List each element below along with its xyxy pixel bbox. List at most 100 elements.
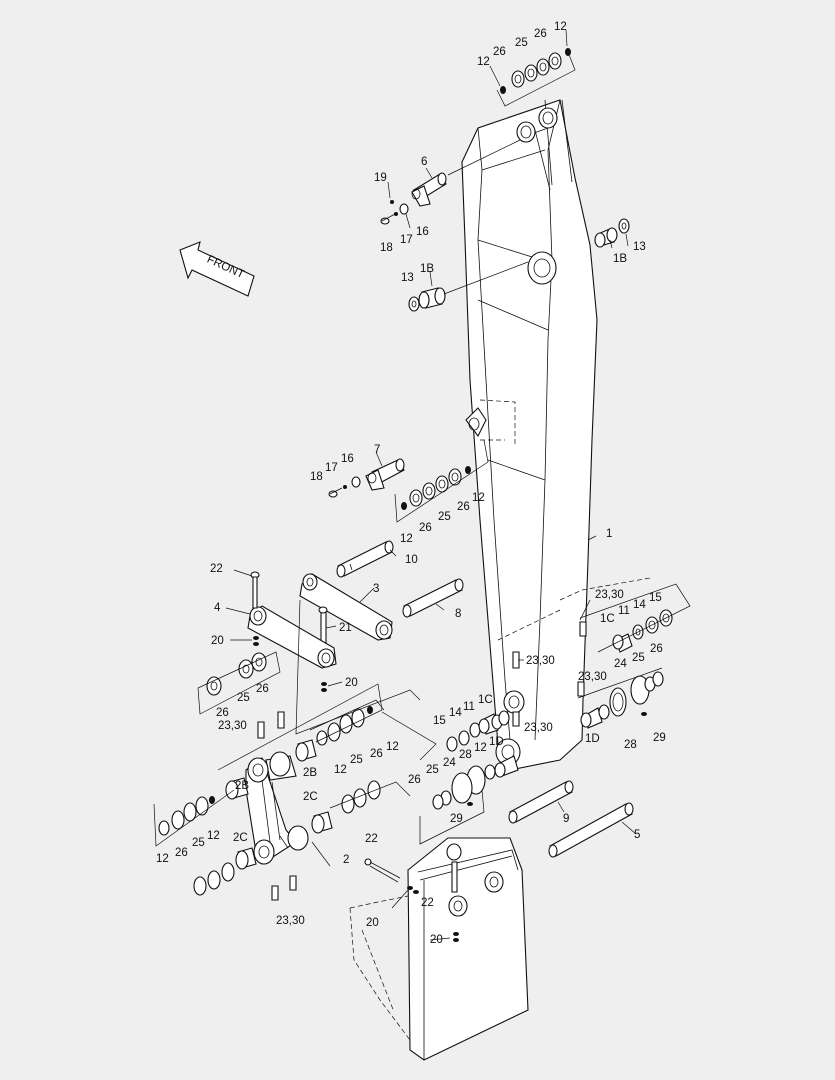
callout-26: 26 [256, 683, 269, 695]
callout-3: 3 [373, 583, 379, 595]
callout-18: 18 [380, 242, 393, 254]
callout-26: 26 [534, 28, 547, 40]
left-washer-stack [197, 651, 281, 715]
callout-2C: 2C [233, 832, 248, 844]
grease-fitting-left [257, 711, 285, 739]
callout-1: 1 [606, 528, 612, 540]
callout-2: 2 [343, 854, 349, 866]
callout-labels: 12 26 25 26 12 6 19 18 17 16 13 1B 13 1B… [156, 21, 666, 946]
nut-20-lower [321, 682, 327, 692]
front-direction-arrow: FRONT [179, 241, 255, 297]
callout-11: 11 [463, 701, 475, 713]
callout-21: 21 [339, 622, 352, 634]
callout-23-30: 23,30 [218, 720, 247, 732]
callout-25: 25 [438, 511, 451, 523]
callout-6: 6 [421, 156, 427, 168]
callout-15: 15 [649, 592, 662, 604]
callout-2B: 2B [235, 780, 249, 792]
bushing-2C-left [235, 847, 257, 870]
right-1D-group [577, 667, 664, 729]
callout-29: 29 [653, 732, 666, 744]
callout-12: 12 [400, 533, 413, 545]
callout-9: 9 [563, 813, 569, 825]
callout-18: 18 [310, 471, 323, 483]
callout-17: 17 [400, 234, 413, 246]
callout-23-30: 23,30 [276, 915, 305, 927]
grease-fitting-bottom [271, 875, 297, 901]
grease-fitting-arm-b [579, 621, 587, 637]
construction-line-a [559, 577, 651, 601]
callout-1C: 1C [600, 613, 615, 625]
link2-washers-left-upper [153, 789, 235, 847]
callout-26: 26 [419, 522, 432, 534]
callout-25: 25 [350, 754, 363, 766]
callout-12: 12 [386, 741, 399, 753]
pin-10 [336, 540, 394, 578]
callout-7: 7 [374, 444, 380, 456]
callout-14: 14 [633, 599, 646, 611]
bolt-22-upper [250, 571, 260, 609]
callout-29: 29 [450, 813, 463, 825]
bolt-22-bucket-a [364, 858, 401, 883]
callout-26: 26 [175, 847, 188, 859]
callout-13: 13 [401, 272, 414, 284]
callout-13: 13 [633, 241, 646, 253]
callout-14: 14 [449, 707, 462, 719]
callout-24: 24 [614, 658, 627, 670]
top-washer-stack [496, 48, 576, 107]
arm-bottom-left-group [432, 710, 519, 810]
callout-22: 22 [210, 563, 223, 575]
link-4 [247, 605, 337, 669]
grease-fitting-arm-a [512, 651, 520, 669]
callout-25: 25 [192, 837, 205, 849]
callout-23-30: 23,30 [524, 722, 553, 734]
bushing-2B-left [225, 777, 249, 800]
grease-fitting-arm-d [512, 711, 520, 727]
nut-20-upper [253, 636, 259, 646]
callout-12: 12 [554, 21, 567, 33]
callout-15: 15 [433, 715, 446, 727]
callout-20: 20 [345, 677, 358, 689]
callout-12: 12 [334, 764, 347, 776]
callout-20: 20 [211, 635, 224, 647]
callout-28: 28 [459, 749, 472, 761]
callout-5: 5 [634, 829, 640, 841]
callout-1B: 1B [420, 263, 434, 275]
pin-9 [508, 780, 574, 824]
callout-25: 25 [237, 692, 250, 704]
grease-fitting-arm-c [577, 681, 585, 697]
callout-12: 12 [472, 492, 485, 504]
callout-26: 26 [650, 643, 663, 655]
callout-16: 16 [416, 226, 429, 238]
callout-26: 26 [493, 46, 506, 58]
callout-leaders [225, 29, 637, 941]
callout-12: 12 [156, 853, 169, 865]
pin-7-assembly [328, 399, 516, 498]
construction-line-c [295, 599, 421, 735]
callout-22: 22 [421, 897, 434, 909]
callout-26: 26 [457, 501, 470, 513]
callout-24: 24 [443, 757, 456, 769]
callout-20: 20 [366, 917, 379, 929]
bushing-1B-left [408, 261, 529, 312]
callout-25: 25 [426, 764, 439, 776]
link2-washers-upper [309, 699, 385, 746]
callout-2C: 2C [303, 791, 318, 803]
callout-12: 12 [477, 56, 490, 68]
callout-2B: 2B [303, 767, 317, 779]
arm-body [461, 99, 598, 771]
callout-23-30: 23,30 [578, 671, 607, 683]
link-2-assembly [245, 751, 309, 865]
callout-12: 12 [474, 742, 487, 754]
link2-washers-left-lower [193, 862, 235, 896]
callout-1B: 1B [613, 253, 627, 265]
pin-5 [548, 802, 634, 858]
construction-line-b [497, 609, 561, 641]
construction-line-d [381, 711, 437, 761]
nut-20-bucket [407, 886, 459, 942]
bolt-21 [318, 606, 328, 645]
callout-1C: 1C [478, 694, 493, 706]
bucket [349, 837, 529, 1061]
